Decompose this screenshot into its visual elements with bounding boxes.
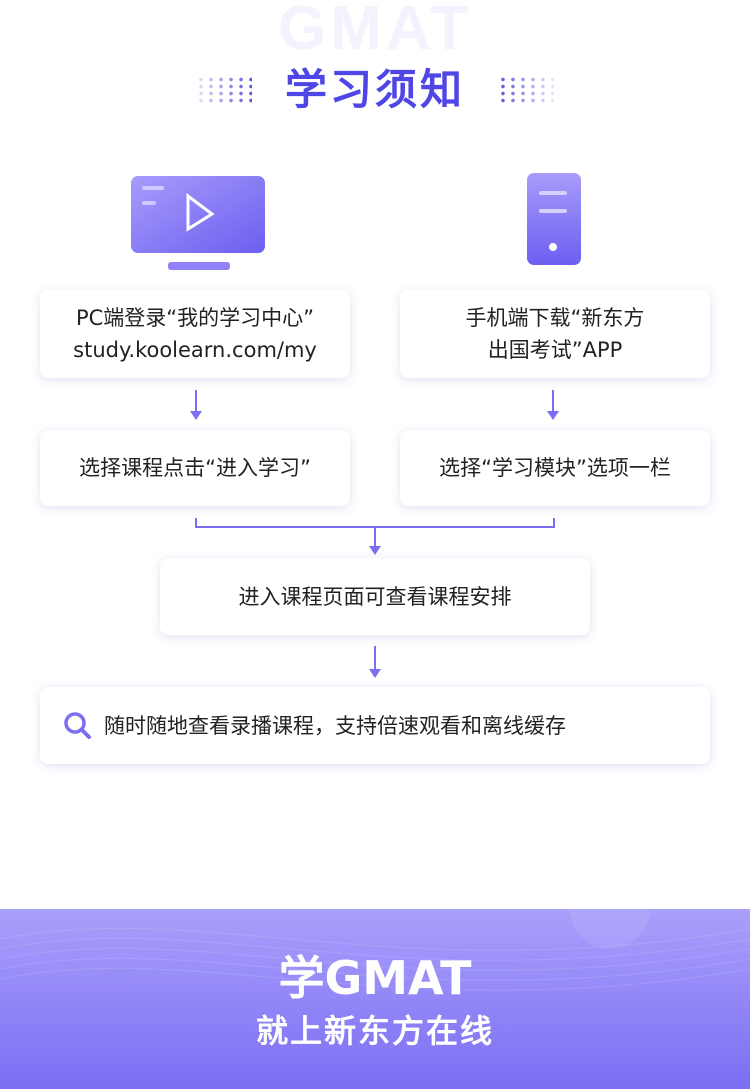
mobile-step2-text: 选择“学习模块”选项一栏 — [439, 456, 671, 480]
footer-slogan-1: 学GMAT — [278, 951, 472, 1005]
mobile-download-text-2: 出国考试”APP — [487, 338, 623, 362]
arrow-down-icon — [547, 390, 559, 420]
pc-login-url[interactable]: study.koolearn.com/my — [73, 338, 317, 362]
mobile-download-text-1: 手机端下载“新东方 — [465, 306, 645, 330]
course-schedule-box: 进入课程页面可查看课程安排 — [160, 558, 590, 635]
final-step-box: 随时随地查看录播课程，支持倍速观看和离线缓存 — [40, 687, 710, 764]
wave-decoration — [0, 909, 750, 991]
mobile-step2-box: 选择“学习模块”选项一栏 — [400, 430, 710, 506]
arrow-down-icon — [369, 527, 381, 555]
course-schedule-text: 进入课程页面可查看课程安排 — [238, 584, 512, 609]
final-step-text: 随时随地查看录播课程，支持倍速观看和离线缓存 — [104, 713, 566, 738]
phone-server-icon — [527, 173, 581, 265]
pc-step2-box: 选择课程点击“进入学习” — [40, 430, 350, 506]
dots-decoration-left — [196, 76, 252, 104]
pc-step2-text: 选择课程点击“进入学习” — [79, 456, 311, 480]
footer-slogan-2: 就上新东方在线 — [255, 1012, 494, 1050]
dots-decoration-right — [498, 76, 554, 104]
pc-login-text: PC端登录“我的学习中心” — [75, 306, 315, 330]
arrow-down-icon — [190, 390, 202, 420]
pc-login-box: PC端登录“我的学习中心” study.koolearn.com/my — [40, 290, 350, 378]
watermark-text: GMAT — [278, 0, 472, 63]
search-icon — [64, 711, 91, 739]
footer-banner: 学GMAT 就上新东方在线 — [0, 909, 750, 1089]
monitor-icon — [131, 176, 265, 270]
arrow-down-icon — [369, 646, 381, 678]
page-title: 学习须知 — [284, 65, 465, 114]
mobile-download-box: 手机端下载“新东方 出国考试”APP — [400, 290, 710, 378]
